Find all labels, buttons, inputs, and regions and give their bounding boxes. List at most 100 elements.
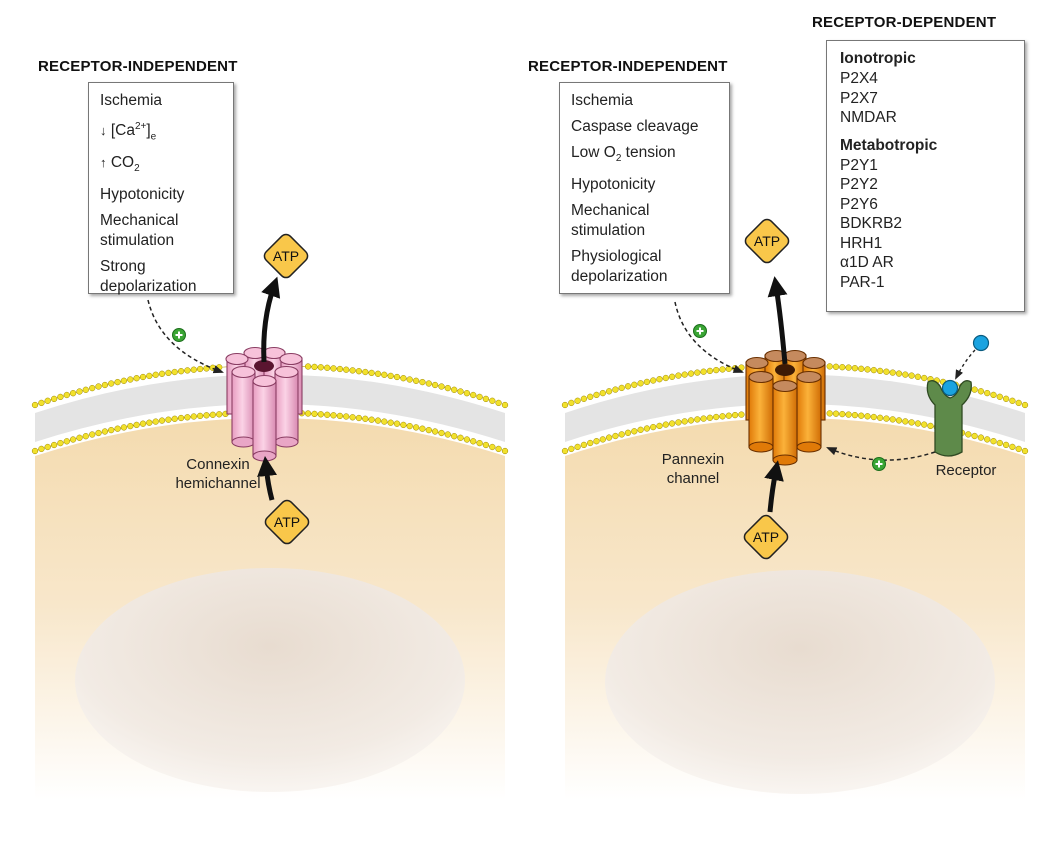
lipid-bead bbox=[902, 418, 909, 425]
lipid-bead bbox=[706, 414, 714, 421]
lipid-bead bbox=[580, 441, 588, 449]
lipid-bead bbox=[713, 413, 720, 421]
lipid-bead bbox=[845, 411, 852, 418]
lipid-bead bbox=[381, 371, 388, 378]
lipid-bead bbox=[568, 445, 575, 453]
lipid-bead bbox=[858, 365, 865, 372]
metabotropic-item: P2Y6 bbox=[840, 195, 878, 213]
lipid-bead bbox=[700, 368, 707, 375]
lipid-bead bbox=[656, 376, 663, 383]
lipid-bead bbox=[624, 383, 632, 390]
lipid-bead bbox=[190, 366, 197, 373]
left-factor-co2: ↑ CO2 bbox=[100, 154, 140, 175]
lipid-bead bbox=[977, 434, 985, 441]
lipid-bead bbox=[851, 411, 859, 419]
right-factor-hypotonicity: Hypotonicity bbox=[571, 176, 656, 194]
lipid-bead bbox=[431, 381, 439, 389]
ionotropic-title: Ionotropic bbox=[840, 50, 916, 67]
lipid-bead bbox=[612, 386, 619, 393]
lipid-bead bbox=[501, 447, 509, 455]
lipid-bead bbox=[362, 415, 369, 422]
right-atp-in-text: ATP bbox=[753, 529, 779, 545]
metabotropic-item: P2Y2 bbox=[840, 176, 878, 193]
lipid-bead bbox=[355, 414, 363, 422]
lipid-bead bbox=[599, 389, 606, 397]
lipid-bead bbox=[914, 373, 922, 380]
lipid-bead bbox=[38, 445, 45, 453]
lipid-bead bbox=[971, 432, 978, 440]
lipid-bead bbox=[593, 438, 600, 445]
lipid-bead bbox=[177, 414, 185, 422]
lipid-bead bbox=[870, 366, 877, 374]
lipid-bead bbox=[908, 372, 915, 379]
lipid-bead bbox=[114, 425, 121, 432]
metabotropic-item: BDKRB2 bbox=[840, 215, 903, 232]
right-nucleus bbox=[605, 570, 995, 794]
lipid-bead bbox=[362, 368, 369, 376]
right-factor-oxygen: Low O2 tension bbox=[571, 144, 676, 165]
lipid-bead bbox=[324, 364, 331, 371]
receptor bbox=[926, 380, 972, 457]
lipid-bead bbox=[209, 411, 216, 418]
lipid-bead bbox=[57, 393, 64, 401]
lipid-bead bbox=[101, 428, 109, 435]
left-atp-out-diamond: ATP bbox=[263, 233, 309, 279]
lipid-bead bbox=[336, 412, 344, 420]
lipid-bead bbox=[324, 411, 331, 418]
lipid-bead bbox=[431, 428, 439, 435]
lipid-bead bbox=[643, 378, 651, 386]
lipid-bead bbox=[870, 413, 877, 421]
lipid-bead bbox=[393, 373, 401, 381]
lipid-bead bbox=[95, 383, 102, 390]
lipid-bead bbox=[605, 434, 613, 441]
lipid-bead bbox=[133, 375, 140, 382]
receptor-dependent-heading: RECEPTOR-DEPENDENT bbox=[812, 14, 997, 31]
left-lipid-beads bbox=[31, 363, 509, 455]
lipid-bead bbox=[44, 443, 51, 451]
lipid-bead bbox=[1009, 397, 1016, 404]
right-atp-out-diamond: ATP bbox=[744, 218, 790, 264]
lipid-bead bbox=[171, 368, 178, 376]
lipid-bead bbox=[476, 393, 483, 401]
lipid-bead bbox=[725, 412, 732, 419]
lipid-bead bbox=[587, 439, 594, 447]
lipid-bead bbox=[127, 422, 134, 430]
lipid-bead bbox=[561, 401, 569, 409]
lipid-bead bbox=[438, 429, 445, 437]
lipid-bead bbox=[387, 372, 394, 380]
lipid-bead bbox=[463, 390, 471, 397]
lipid-bead bbox=[50, 441, 58, 449]
lipid-bead bbox=[139, 373, 147, 381]
lipid-bead bbox=[152, 371, 159, 378]
left-factor-box: Ischemia ↓ [Ca2+]e ↑ CO2 Hypotonicity Me… bbox=[88, 82, 234, 296]
lipid-bead bbox=[114, 378, 121, 386]
lipid-bead bbox=[120, 424, 128, 431]
lipid-bead bbox=[406, 422, 413, 430]
metabotropic-item: PAR-1 bbox=[840, 273, 885, 291]
left-atp-in-arrow bbox=[257, 456, 277, 501]
lipid-bead bbox=[902, 371, 909, 378]
ionotropic-item: P2X4 bbox=[840, 70, 878, 87]
free-ligand bbox=[972, 334, 990, 352]
lipid-bead bbox=[927, 422, 934, 430]
lipid-bead bbox=[108, 426, 115, 434]
lipid-bead bbox=[858, 412, 865, 419]
lipid-bead bbox=[643, 425, 651, 432]
lipid-bead bbox=[1002, 441, 1010, 449]
left-activation-arrow bbox=[147, 299, 224, 374]
lipid-bead bbox=[826, 410, 833, 417]
lipid-bead bbox=[996, 393, 1003, 400]
lipid-bead bbox=[165, 369, 172, 377]
lipid-bead bbox=[839, 410, 846, 418]
lipid-bead bbox=[184, 367, 191, 374]
lipid-bead bbox=[451, 433, 458, 440]
lipid-bead bbox=[738, 364, 745, 371]
lipid-bead bbox=[311, 363, 318, 371]
lipid-bead bbox=[914, 420, 922, 427]
lipid-bead bbox=[343, 413, 350, 420]
lipid-bead bbox=[921, 374, 928, 382]
left-factor-calcium: ↓ [Ca2+]e bbox=[100, 121, 157, 143]
up-arrow-icon: ↑ bbox=[100, 155, 107, 171]
